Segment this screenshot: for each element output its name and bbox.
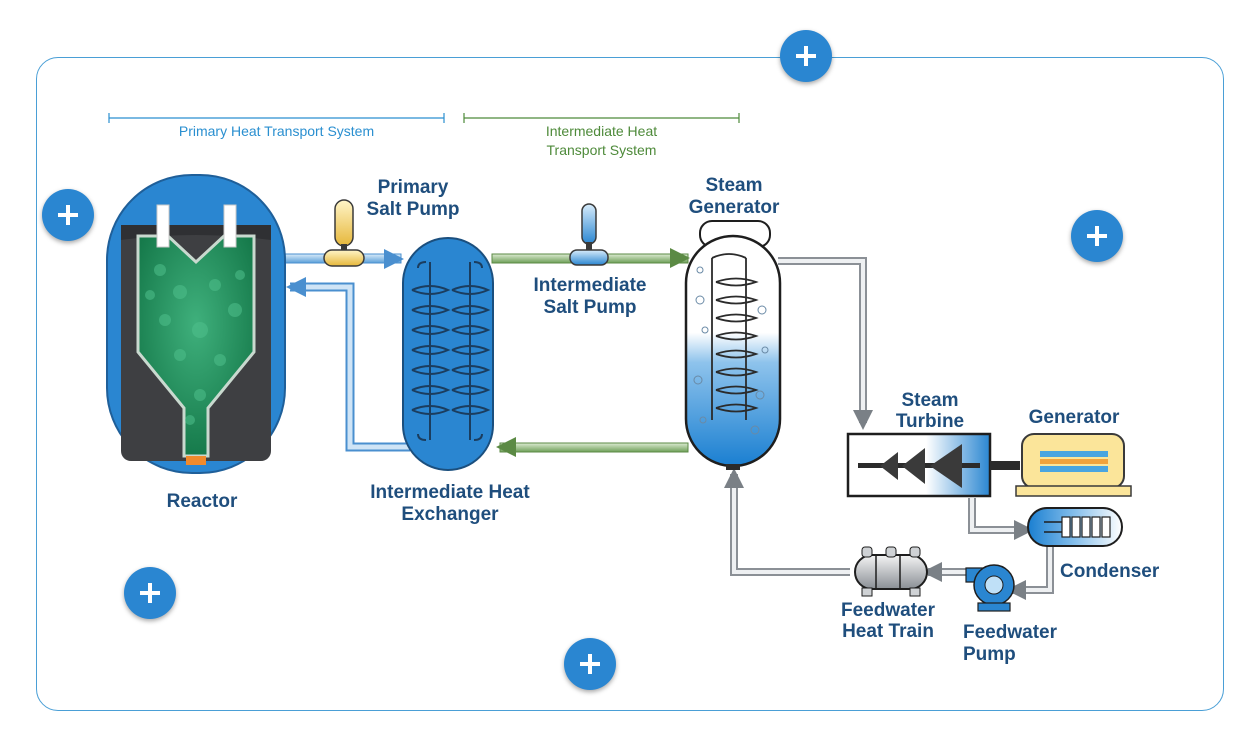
feedwater-pump-label-line2: Pump [963, 644, 1016, 665]
generator [1015, 433, 1132, 497]
intermediate-salt-pump-label-line2: Salt Pump [543, 297, 637, 318]
steam-turbine-label-line1: Steam [901, 390, 959, 411]
generator-label: Generator [1028, 407, 1120, 428]
ihx-label-line1: Intermediate Heat [370, 482, 530, 503]
reactor-vessel [106, 174, 286, 474]
steam-loop-pipes [724, 257, 1054, 600]
primary-salt-pump-label-line2: Salt Pump [366, 199, 460, 220]
primary-salt-pump [323, 199, 365, 267]
feedwater-pump-label-line1: Feedwater [963, 622, 1057, 643]
feedwater-heat-train [854, 546, 928, 597]
feedwater-heat-train-label-line2: Heat Train [842, 621, 934, 642]
feedwater-pump [965, 564, 1015, 612]
plus-icon[interactable] [780, 30, 832, 82]
primary-system-bracket [108, 113, 445, 123]
steam-generator-label-line1: Steam [705, 175, 763, 196]
steam-turbine-label-line2: Turbine [895, 411, 965, 432]
condenser [1027, 507, 1123, 547]
intermediate-salt-pump-label-line1: Intermediate [533, 275, 647, 296]
steam-turbine [846, 432, 1020, 498]
feedwater-heat-train-label-line1: Feedwater [841, 600, 935, 621]
plus-icon[interactable] [564, 638, 616, 690]
intermediate-system-title-line1: Intermediate Heat [545, 123, 658, 139]
intermediate-system-bracket [463, 113, 740, 123]
ihx-label-line2: Exchanger [401, 504, 499, 525]
reactor-label: Reactor [166, 491, 238, 512]
plus-icon[interactable] [42, 189, 94, 241]
steam-generator-label-line2: Generator [688, 197, 780, 218]
primary-system-title: Primary Heat Transport System [178, 123, 375, 139]
primary-loop-pipes [282, 249, 410, 452]
steam-generator [684, 220, 782, 470]
intermediate-system-title-line2: Transport System [546, 142, 657, 158]
plus-icon[interactable] [124, 567, 176, 619]
primary-salt-pump-label-line1: Primary [377, 177, 449, 198]
plus-icon[interactable] [1071, 210, 1123, 262]
intermediate-salt-pump [569, 203, 609, 266]
intermediate-heat-exchanger [402, 237, 494, 471]
diagram-frame [36, 57, 1224, 711]
condenser-label: Condenser [1060, 561, 1160, 582]
